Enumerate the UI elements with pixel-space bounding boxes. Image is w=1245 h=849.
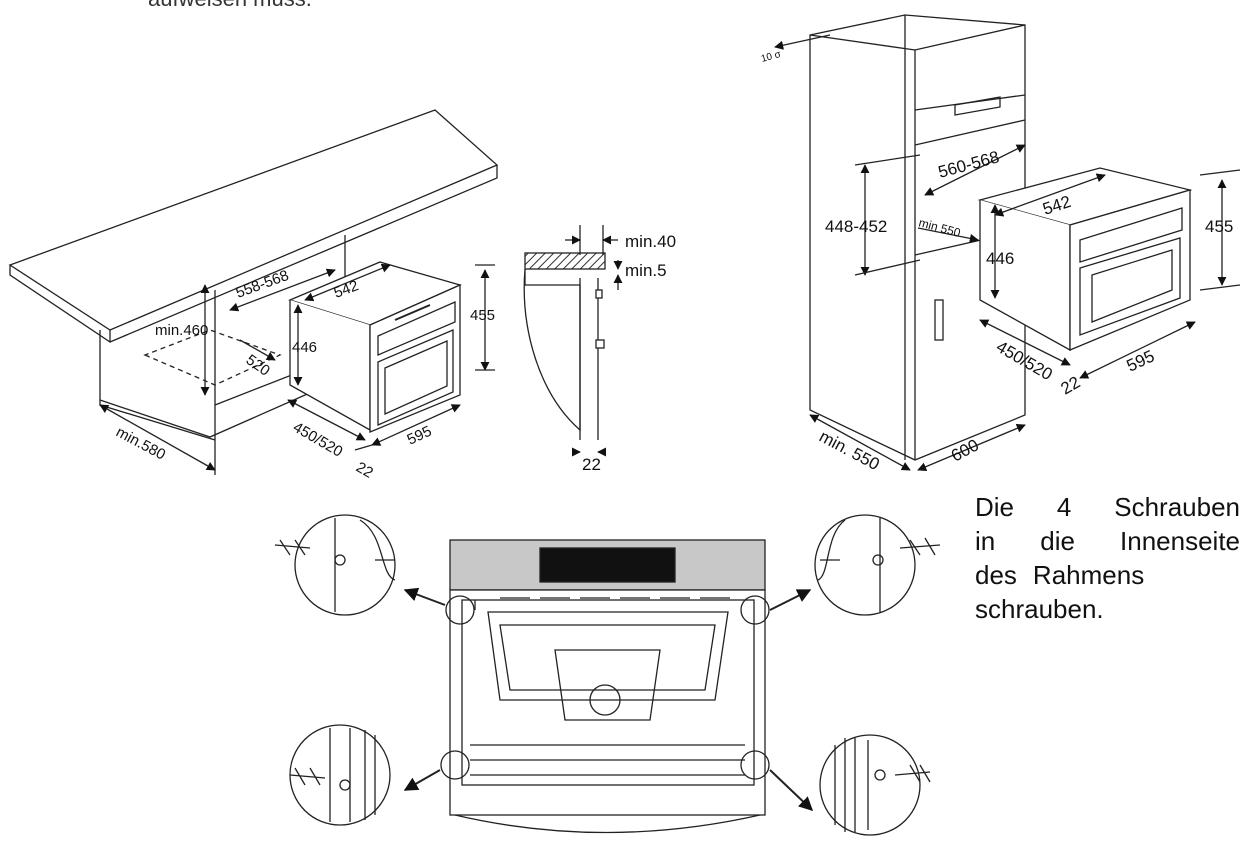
- dim-top-vent: 10 σ: [760, 49, 783, 65]
- dim-595-tall: 595: [1124, 346, 1158, 375]
- instruction-word: Innenseite: [1120, 526, 1240, 556]
- screw-detail-top-left: [274, 514, 396, 616]
- side-detail-diagram: [523, 225, 623, 457]
- dim-22-under: 22: [353, 459, 376, 482]
- dim-min40: min.40: [625, 232, 676, 251]
- screw-detail-top-right: [814, 514, 941, 616]
- instruction-word: Schrauben: [1114, 492, 1240, 522]
- dim-455-tall: 455: [1205, 217, 1233, 236]
- under-counter-diagram: [8, 109, 499, 475]
- dim-22-tall: 22: [1058, 373, 1084, 399]
- dim-22-side: 22: [582, 455, 601, 474]
- instruction-word: Die: [975, 492, 1015, 522]
- dim-min460: min.460: [155, 322, 208, 339]
- screw-instruction: Die 4 Schrauben in die Innenseite des Ra…: [975, 490, 1240, 626]
- instruction-word: 4: [1056, 492, 1072, 522]
- dim-446-under: 446: [292, 339, 317, 356]
- instruction-word: die: [1040, 526, 1075, 556]
- dim-446-tall: 446: [986, 249, 1014, 268]
- dim-448-452: 448-452: [825, 217, 887, 236]
- dim-455-under: 455: [470, 307, 495, 324]
- front-view-diagram: [403, 539, 814, 834]
- screw-detail-bottom-left: [289, 724, 391, 826]
- dim-595-under: 595: [405, 423, 435, 449]
- dim-min5: min.5: [625, 261, 667, 280]
- header-fragment: aufweisen muss.: [148, 0, 312, 12]
- instruction-word: Rahmens: [1032, 560, 1145, 590]
- instruction-word: des: [975, 560, 1017, 590]
- side-detail-labels: min.40 min.5 22: [582, 232, 676, 474]
- tall-cabinet-diagram: [774, 14, 1241, 472]
- screw-detail-bottom-right: [819, 734, 931, 836]
- dim-min580: min.580: [113, 424, 168, 464]
- instruction-word: schrauben.: [975, 594, 1104, 624]
- instruction-word: in: [975, 526, 996, 556]
